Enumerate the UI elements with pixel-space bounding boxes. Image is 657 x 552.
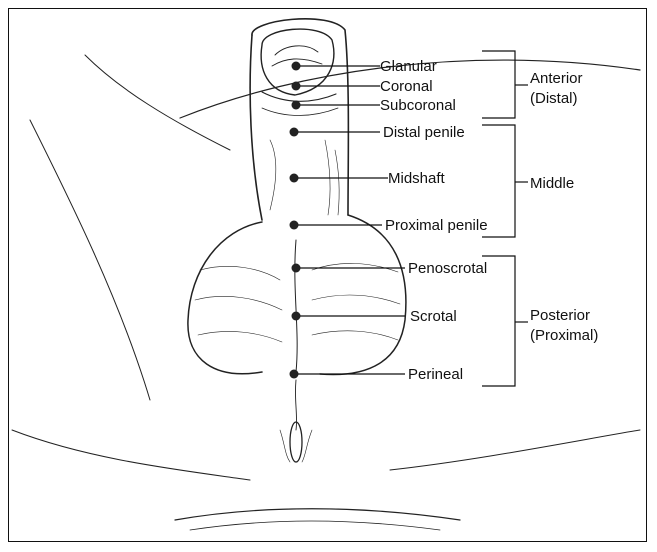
shaft-left-edge xyxy=(250,35,262,220)
label-midshaft: Midshaft xyxy=(388,170,446,187)
marker-coronal xyxy=(292,82,301,91)
left-thigh-contour xyxy=(30,120,150,400)
shaft-shading-3 xyxy=(335,150,339,215)
label-coronal: Coronal xyxy=(380,78,433,95)
subcoronal-line xyxy=(262,108,338,116)
site-markers xyxy=(290,62,301,379)
label-penoscrotal: Penoscrotal xyxy=(408,260,487,277)
right-buttock-line xyxy=(390,430,640,470)
scrotum-left-lobe xyxy=(188,222,262,374)
group-posterior-line2: (Proximal) xyxy=(530,327,598,344)
left-groin-line xyxy=(85,55,230,150)
site-labels: Glanular Coronal Subcoronal Distal penil… xyxy=(380,58,488,383)
group-brackets xyxy=(482,51,528,386)
label-distal-penile: Distal penile xyxy=(383,124,465,141)
label-glanular: Glanular xyxy=(380,58,437,75)
group-labels: Anterior (Distal) Middle Posterior (Prox… xyxy=(530,70,598,344)
label-subcoronal: Subcoronal xyxy=(380,97,456,114)
glans-fold-1 xyxy=(275,46,318,55)
scrotal-raphe xyxy=(295,240,297,372)
marker-distal-penile xyxy=(290,128,299,137)
scrotum-right-lobe xyxy=(320,215,406,375)
anal-fold-right xyxy=(302,430,312,462)
marker-glanular xyxy=(292,62,301,71)
marker-perineal xyxy=(290,370,299,379)
group-posterior-line1: Posterior xyxy=(530,307,590,324)
drape-line-1 xyxy=(175,509,460,520)
scrotum-rugae-3 xyxy=(198,331,282,342)
label-proximal-penile: Proximal penile xyxy=(385,217,488,234)
scrotum-rugae-5 xyxy=(312,295,400,304)
group-middle: Middle xyxy=(530,175,574,192)
label-scrotal: Scrotal xyxy=(410,308,457,325)
scrotum-rugae-2 xyxy=(195,296,282,310)
marker-penoscrotal xyxy=(292,264,301,273)
drape-line-2 xyxy=(190,521,440,530)
group-anterior-line2: (Distal) xyxy=(530,90,578,107)
scrotum-rugae-1 xyxy=(200,266,280,280)
bracket-anterior xyxy=(482,51,515,118)
marker-scrotal xyxy=(292,312,301,321)
left-buttock-line xyxy=(12,430,250,480)
marker-midshaft xyxy=(290,174,299,183)
marker-proximal-penile xyxy=(290,221,299,230)
marker-subcoronal xyxy=(292,101,301,110)
anal-fold-left xyxy=(280,430,290,462)
group-anterior-line1: Anterior xyxy=(530,70,583,87)
scrotum-rugae-6 xyxy=(312,331,398,340)
label-perineal: Perineal xyxy=(408,366,463,383)
shaft-shading-1 xyxy=(270,140,276,210)
